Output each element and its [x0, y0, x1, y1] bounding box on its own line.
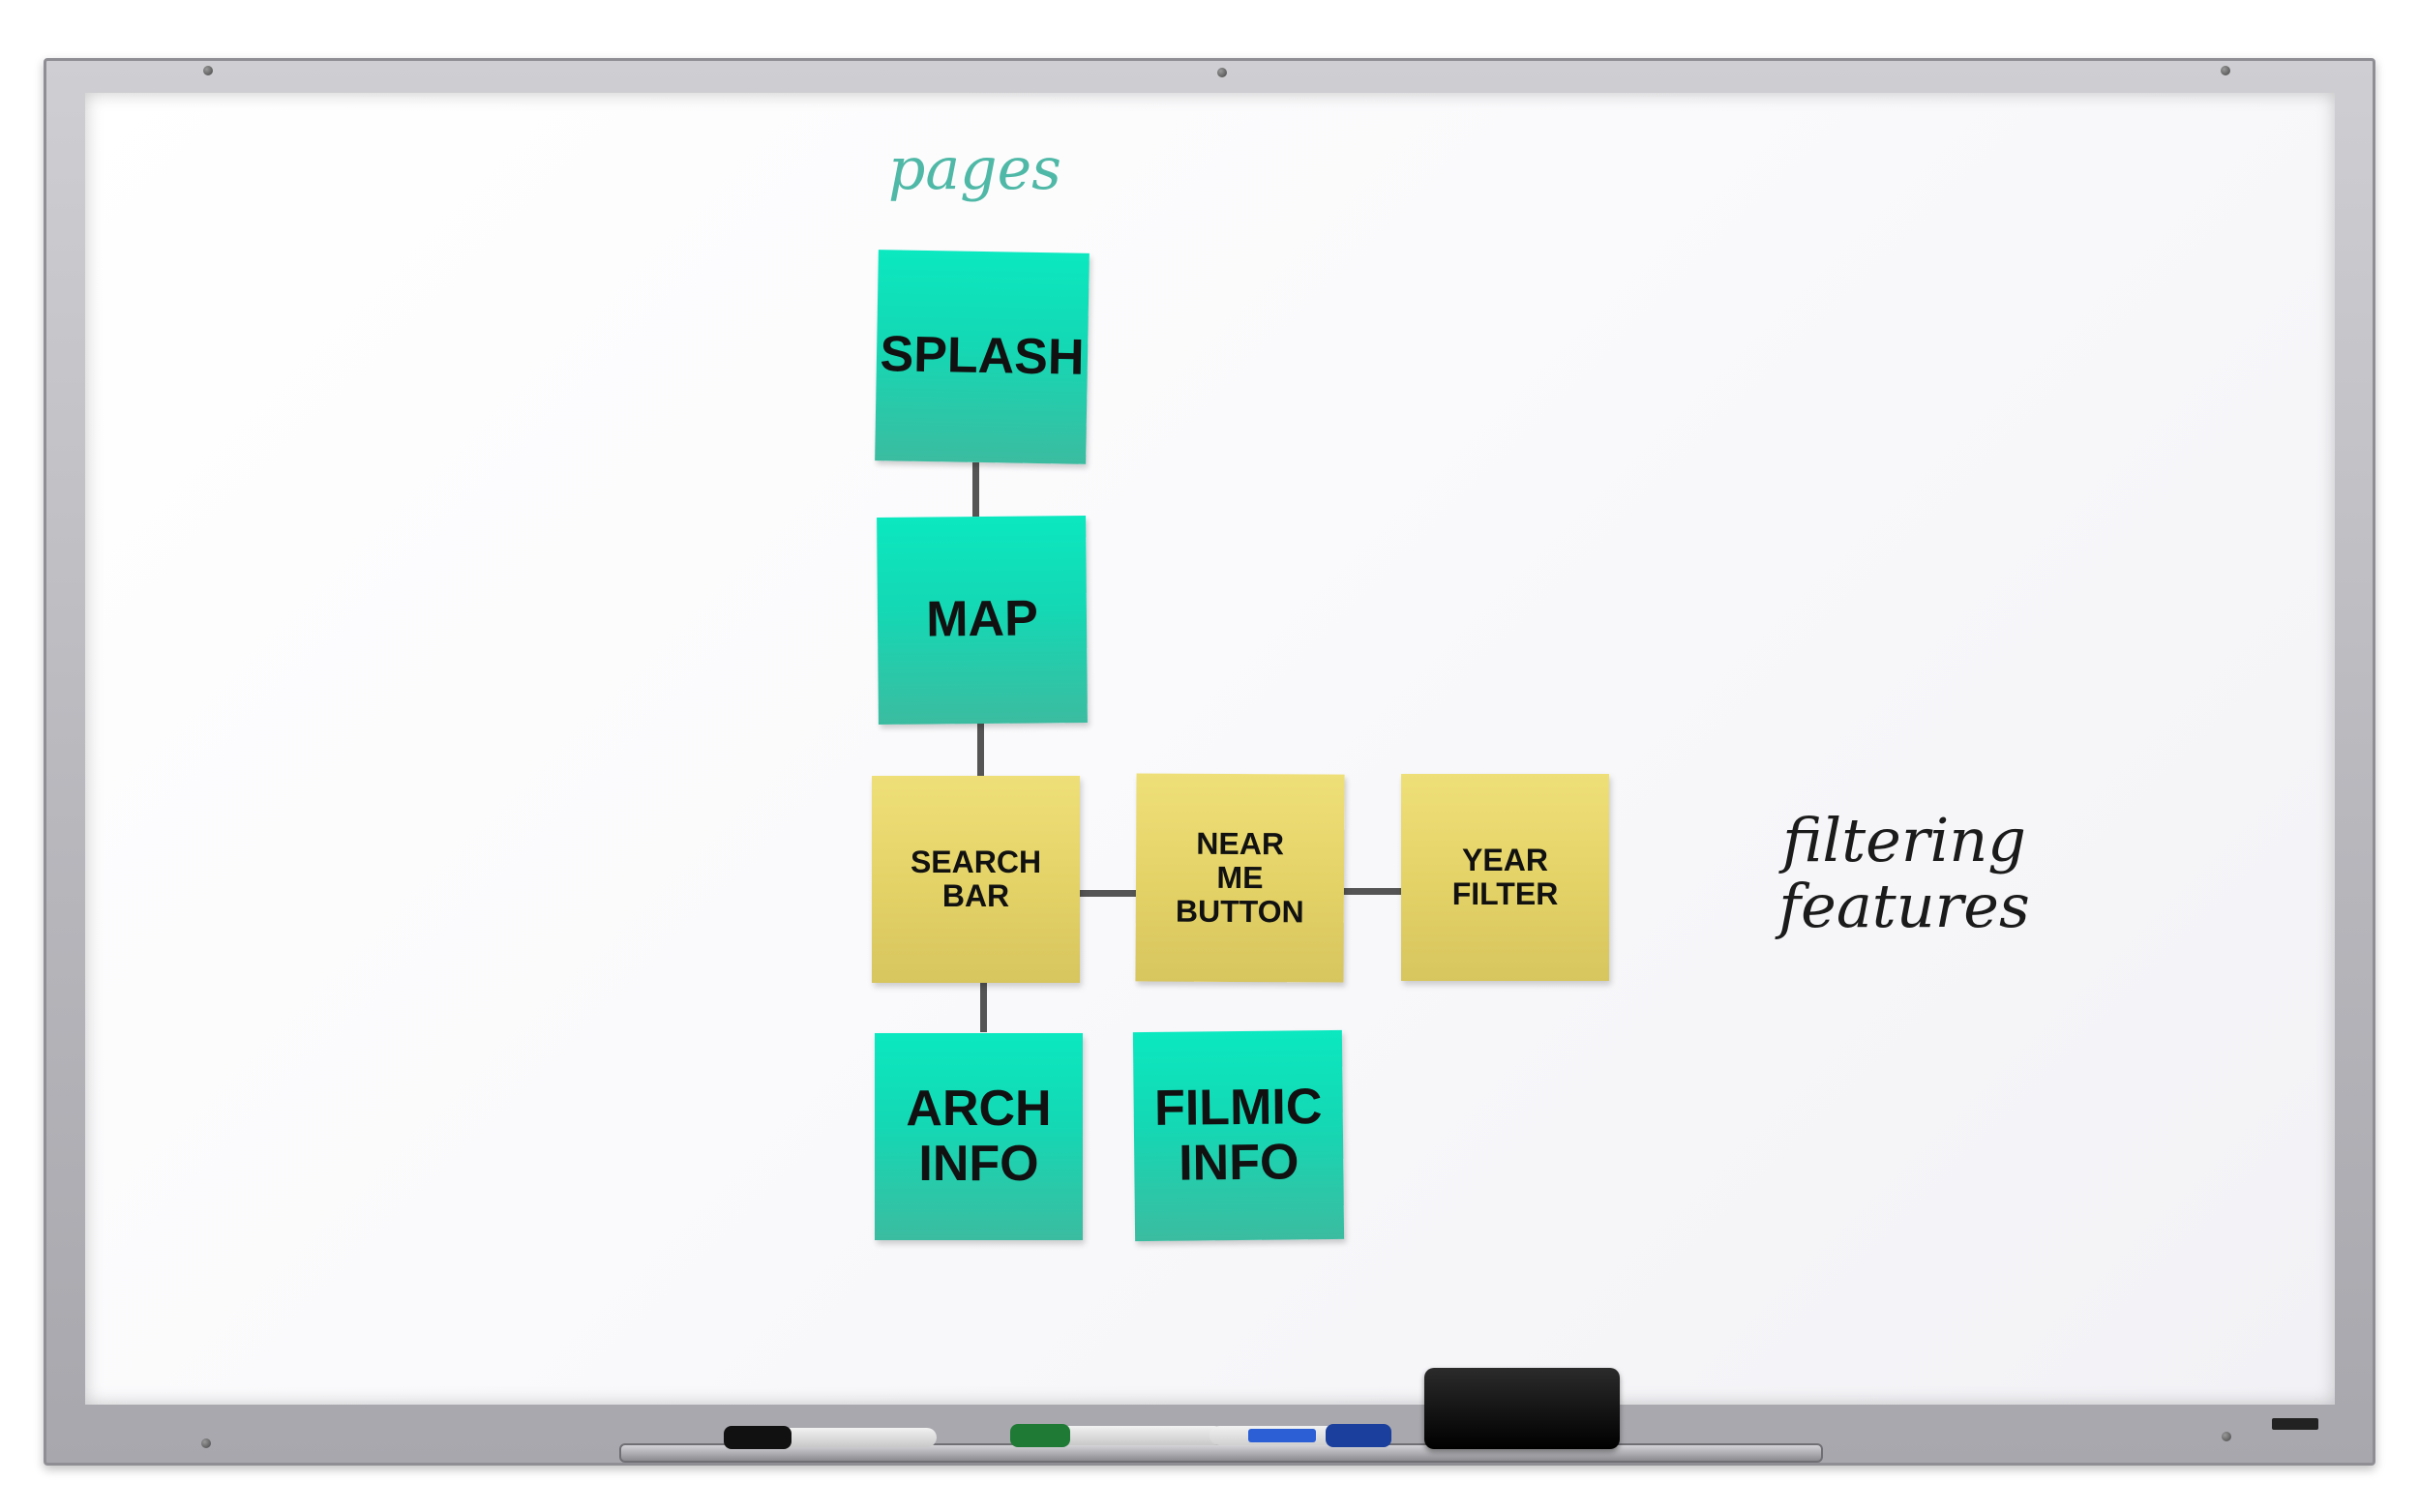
- connector-search-arch: [980, 982, 987, 1032]
- note-filmic-info: FILMIC INFO: [1132, 1029, 1345, 1242]
- note-splash: SPLASH: [875, 250, 1090, 464]
- brand-plate: [2272, 1418, 2318, 1430]
- note-arch-info: ARCH INFO: [875, 1033, 1083, 1240]
- connector-nearme-year: [1343, 888, 1401, 895]
- marker-blue-icon: [1210, 1424, 1391, 1447]
- screw-icon: [1217, 68, 1227, 77]
- pages-label: pages: [888, 135, 1061, 203]
- screw-icon: [2222, 1432, 2231, 1441]
- screw-icon: [201, 1438, 211, 1448]
- note-near-me-button: NEAR ME BUTTON: [1135, 773, 1345, 983]
- connector-search-nearme: [1079, 890, 1136, 897]
- note-map: MAP: [877, 516, 1088, 725]
- note-search-bar: SEARCH BAR: [872, 776, 1080, 983]
- marker-green-icon: [1010, 1424, 1224, 1447]
- note-year-filter: YEAR FILTER: [1401, 774, 1609, 981]
- filtering-features-label: filtering features: [1778, 805, 2030, 942]
- screw-icon: [203, 66, 213, 75]
- connector-map-search: [977, 724, 984, 776]
- marker-black-icon: [724, 1426, 937, 1449]
- screw-icon: [2221, 66, 2230, 75]
- connector-splash-map: [972, 462, 979, 517]
- eraser-icon: [1424, 1368, 1620, 1449]
